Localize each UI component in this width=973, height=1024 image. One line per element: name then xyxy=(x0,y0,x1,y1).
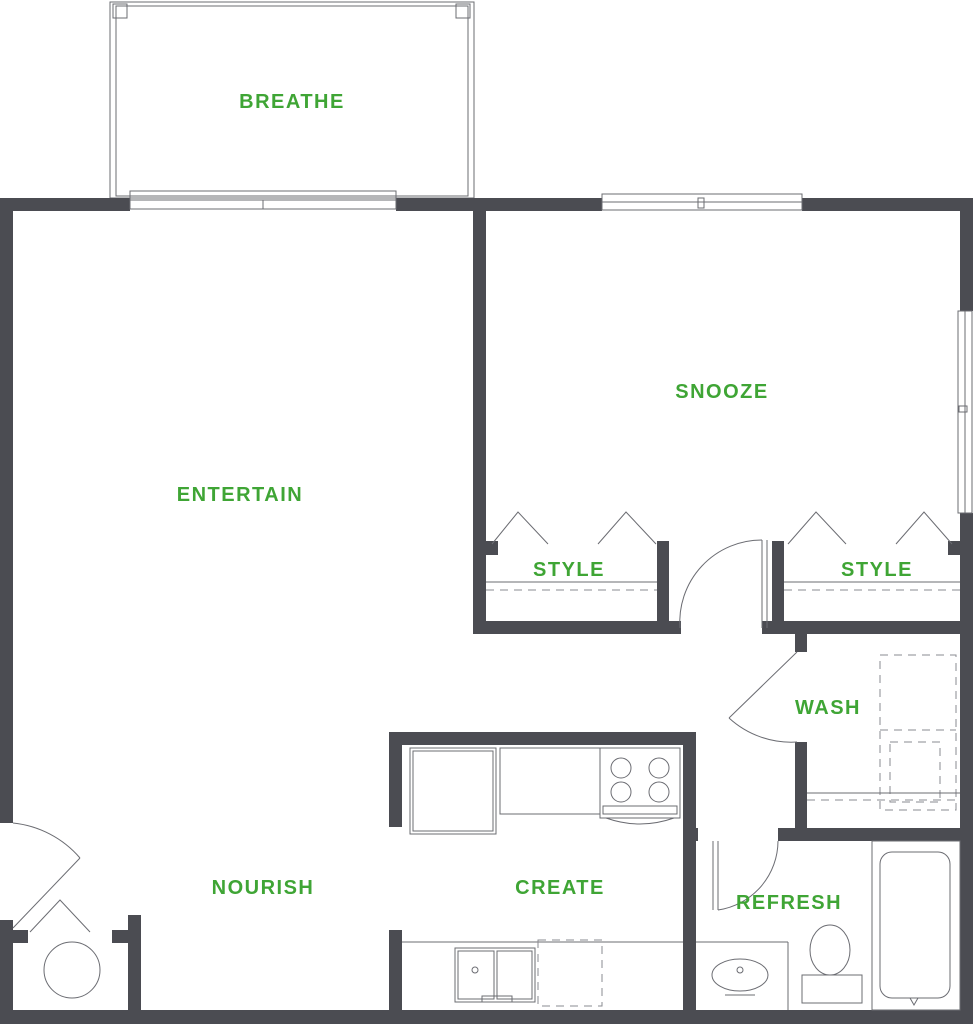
room-label-snooze: SNOOZE xyxy=(675,381,768,403)
windows xyxy=(129,190,973,514)
room-label-nourish: NOURISH xyxy=(212,877,315,899)
room-label-style-right: STYLE xyxy=(841,559,913,581)
laundry-fixtures xyxy=(807,654,960,811)
closet-fixtures xyxy=(29,511,960,999)
room-label-entertain: ENTERTAIN xyxy=(177,484,303,506)
doors xyxy=(12,539,798,929)
room-label-create: CREATE xyxy=(515,877,605,899)
bathroom-fixtures xyxy=(696,840,961,1011)
room-labels: BREATHE ENTERTAIN SNOOZE STYLE STYLE WAS… xyxy=(177,91,913,914)
kitchen-fixtures xyxy=(402,747,683,1007)
room-label-breathe: BREATHE xyxy=(239,91,345,113)
room-label-refresh: REFRESH xyxy=(736,892,842,914)
walls xyxy=(0,198,973,1024)
balcony xyxy=(109,1,475,199)
room-label-wash: WASH xyxy=(795,697,861,719)
room-label-style-left: STYLE xyxy=(533,559,605,581)
